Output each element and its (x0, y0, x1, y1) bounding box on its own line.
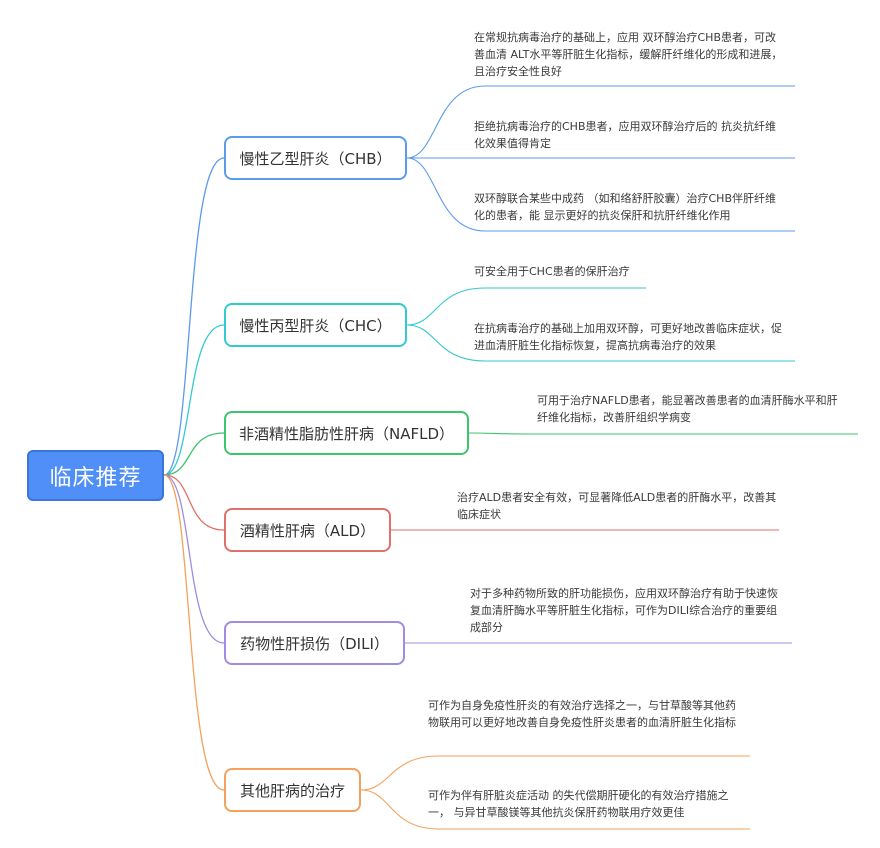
branch-other[interactable]: 其他肝病的治疗 (224, 768, 361, 812)
link-branch-1-to-leaf-1 (406, 324, 795, 362)
leaf-ald-1: 治疗ALD患者安全有效，可显著降低ALD患者的肝酶水平，改善其临床症状 (457, 491, 777, 521)
leaf-chc-1: 可安全用于CHC患者的保肝治疗 (474, 265, 630, 278)
link-branch-5-to-leaf-1 (360, 789, 750, 830)
branch-ald[interactable]: 酒精性肝病（ALD） (224, 508, 391, 552)
leaf-other-2: 可作为伴有肝脏炎症活动 的失代偿期肝硬化的有效治疗措施之一， 与异甘草酸镁等其他… (428, 789, 729, 819)
branch-chc[interactable]: 慢性丙型肝炎（CHC） (224, 303, 407, 347)
link-branch-0-to-leaf-2 (406, 157, 795, 232)
leaf-dili-1: 对于多种药物所致的肝功能损伤，应用双环醇治疗有助于快速恢复血清肝酶水平等肝脏生化… (470, 587, 778, 634)
link-branch-2-to-leaf-0 (468, 432, 858, 435)
link-root-to-branch-0 (163, 157, 225, 476)
leaf-chb-1: 在常规抗病毒治疗的基础上，应用 双环醇治疗CHB患者，可改善血清 ALT水平等肝… (474, 31, 783, 78)
branch-chb[interactable]: 慢性乙型肝炎（CHB） (224, 136, 407, 180)
link-branch-1-to-leaf-0 (406, 287, 646, 326)
link-root-to-branch-2 (163, 432, 225, 476)
leaf-chb-3: 双环醇联合某些中成药 （如和络舒肝胶囊）治疗CHB伴肝纤维化的患者，能 显示更好… (474, 192, 776, 222)
branch-dili[interactable]: 药物性肝损伤（DILI） (224, 621, 405, 665)
link-branch-0-to-leaf-0 (406, 85, 795, 159)
link-branch-5-to-leaf-0 (360, 755, 750, 791)
leaf-other-1: 可作为自身免疫性肝炎的有效治疗选择之一，与甘草酸等其他药物联用可以更好地改善自身… (428, 699, 736, 729)
root-node[interactable]: 临床推荐 (27, 450, 164, 501)
leaf-chc-2: 在抗病毒治疗的基础上加用双环醇，可更好地改善临床症状，促进血清肝脏生化指标恢复，… (474, 322, 782, 352)
link-root-to-branch-1 (163, 324, 225, 476)
branch-nafld[interactable]: 非酒精性脂肪性肝病（NAFLD） (224, 411, 469, 455)
leaf-chb-2: 拒绝抗病毒治疗的CHB患者，应用双环醇治疗后的 抗炎抗纤维化效果值得肯定 (474, 120, 776, 150)
link-root-to-branch-5 (163, 474, 225, 791)
link-root-to-branch-3 (163, 474, 225, 531)
link-root-to-branch-4 (163, 474, 225, 644)
leaf-nafld-1: 可用于治疗NAFLD患者，能显著改善患者的血清肝酶水平和肝纤维化指标，改善肝组织… (537, 394, 838, 424)
